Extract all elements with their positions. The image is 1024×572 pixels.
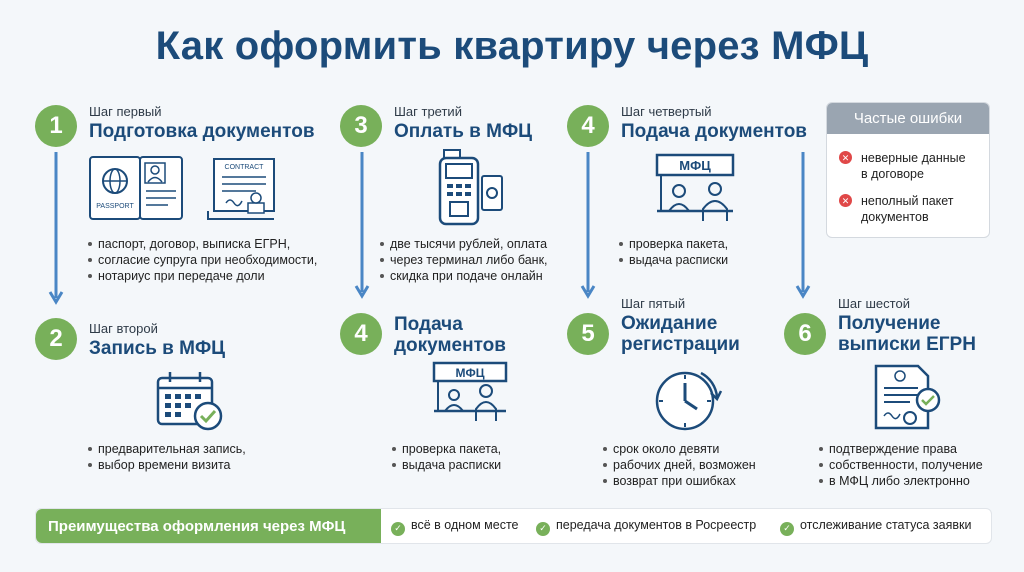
step-heading: Подготовка документов xyxy=(89,121,315,142)
check-circle-icon: ✓ xyxy=(391,521,405,536)
step-bullet-cont: нотариус при передаче доли xyxy=(88,269,265,283)
contract-label: CONTRACT xyxy=(225,164,265,171)
step-number: 1 xyxy=(35,105,77,147)
step-heading: Запись в МФЦ xyxy=(89,338,226,359)
step-number: 3 xyxy=(340,105,382,147)
advantages-bar: Преимущества оформления через МФЦ ✓ всё в… xyxy=(35,508,992,544)
common-errors-panel: Частые ошибки ✕ неверные данные в догово… xyxy=(826,102,990,238)
step-kicker: Шаг четвертый xyxy=(621,104,712,119)
step-bullet-cont: рабочих дней, возможен xyxy=(603,458,756,472)
error-text-cont: в договоре xyxy=(861,167,924,181)
step-kicker: Шаг первый xyxy=(89,104,162,119)
mfc-sign-label: МФЦ xyxy=(679,158,711,173)
step-heading-line2: выписки ЕГРН xyxy=(838,334,976,355)
step-bullet: подтверждение права xyxy=(819,442,957,456)
error-text-cont: документов xyxy=(861,210,929,224)
step-number: 4 xyxy=(567,105,609,147)
step-kicker: Шаг шестой xyxy=(838,296,910,311)
error-text: неполный пакет xyxy=(861,194,954,208)
step-heading: Ожидание xyxy=(621,313,718,334)
payment-terminal-icon xyxy=(438,149,503,226)
check-circle-icon: ✓ xyxy=(780,521,794,536)
check-circle-icon: ✓ xyxy=(536,521,550,536)
advantage-item: ✓ передача документов в Росреестр xyxy=(536,518,756,536)
step-bullet-cont: через терминал либо банк, xyxy=(380,253,548,267)
step-bullet-cont: в МФЦ либо электронно xyxy=(819,474,970,488)
arrow-down-icon xyxy=(795,152,811,299)
step-bullet: предварительная запись, xyxy=(88,442,246,456)
step-number: 2 xyxy=(35,318,77,360)
page-title: Как оформить квартиру через МФЦ xyxy=(155,24,869,68)
mfc-counter-icon: МФЦ xyxy=(655,153,735,221)
mfc-sign-label: МФЦ xyxy=(455,366,484,380)
step-heading: Получение xyxy=(838,313,941,334)
step-bullet: две тысячи рублей, оплата xyxy=(379,237,548,251)
step-bullet: паспорт, договор, выписка ЕГРН, xyxy=(87,237,291,251)
advantages-title: Преимущества оформления через МФЦ xyxy=(36,509,381,543)
step-bullet-cont: собственности, получение xyxy=(819,458,983,472)
step-bullet-cont: возврат при ошибках xyxy=(603,474,736,488)
certificate-icon xyxy=(874,364,941,430)
advantage-text: отслеживание статуса заявки xyxy=(800,518,972,532)
step-heading: Оплать в МФЦ xyxy=(394,121,533,142)
common-errors-title: Частые ошибки xyxy=(827,103,989,134)
step-heading-line2: регистрации xyxy=(621,334,740,355)
step-number: 5 xyxy=(567,313,609,355)
step-kicker: Шаг второй xyxy=(89,321,158,336)
step-bullet: проверка пакета, xyxy=(391,442,502,456)
calendar-check-icon xyxy=(156,372,223,431)
close-circle-icon: ✕ xyxy=(839,194,852,207)
step-number: 4 xyxy=(340,313,382,355)
close-circle-icon: ✕ xyxy=(839,151,852,164)
step-bullet-cont: выбор времени визита xyxy=(87,458,231,472)
arrow-down-icon xyxy=(48,152,64,305)
mfc-counter-icon: МФЦ xyxy=(432,361,508,421)
arrow-down-icon xyxy=(354,152,370,299)
step-bullet-cont: выдача расписки xyxy=(618,253,729,267)
arrow-down-icon xyxy=(580,152,596,299)
advantage-text: всё в одном месте xyxy=(411,518,519,532)
advantage-text: передача документов в Росреестр xyxy=(556,518,757,532)
step-kicker: Шаг пятый xyxy=(621,296,686,311)
step-bullet-cont: выдача расписки xyxy=(391,458,502,472)
step-bullet-cont: согласие супруга при необходимости, xyxy=(87,253,318,267)
step-heading: Подача документов xyxy=(621,121,807,142)
advantage-item: ✓ отслеживание статуса заявки xyxy=(780,518,971,536)
step-heading: Подача xyxy=(394,314,463,335)
step-heading-line2: документов xyxy=(394,335,506,356)
error-text: неверные данные xyxy=(861,151,966,165)
passport-label: PASSPORT xyxy=(96,203,134,210)
step-bullet: проверка пакета, xyxy=(618,237,729,251)
passport-and-contract-icon: PASSPORT CONTRACT xyxy=(89,156,275,220)
step-bullet-cont: скидка при подаче онлайн xyxy=(380,269,543,283)
step-number: 6 xyxy=(784,313,826,355)
clock-icon xyxy=(655,371,723,431)
step-kicker: Шаг третий xyxy=(394,104,462,119)
step-bullet: срок около девяти xyxy=(602,442,720,456)
advantage-item: ✓ всё в одном месте xyxy=(391,518,519,536)
